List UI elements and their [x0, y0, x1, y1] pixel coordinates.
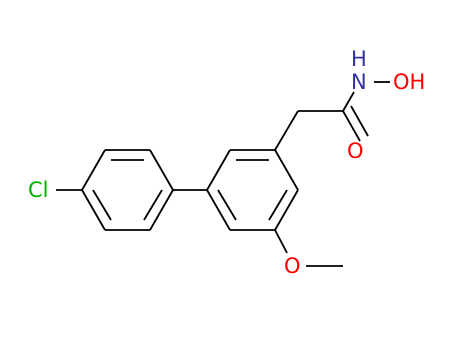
chlorophenyl-ring	[81, 149, 174, 231]
bond	[206, 189, 231, 231]
double-bond-inner	[92, 189, 112, 221]
nitrogen-label: N	[351, 70, 367, 94]
amide-bond	[342, 91, 355, 112]
carbonyl-bond-second	[350, 105, 369, 137]
double-bond-inner	[217, 189, 237, 221]
bond	[274, 189, 299, 231]
hydroxyl-label: OH	[393, 70, 425, 94]
aryl-o-bond	[274, 229, 288, 254]
ch2-bond	[274, 110, 299, 151]
nitrogen-hydrogen-label: H	[351, 47, 367, 71]
methoxy-oxygen-label: O	[284, 254, 301, 278]
carbonyl-oxygen-label: O	[347, 139, 364, 163]
bond	[206, 149, 231, 191]
methoxyphenyl-ring	[206, 149, 299, 231]
carbonyl-bond	[342, 110, 361, 142]
bond	[81, 189, 106, 231]
bond	[81, 149, 106, 191]
double-bond-inner	[268, 189, 288, 221]
double-bond-inner	[143, 189, 163, 221]
bond	[274, 149, 299, 191]
chlorine-label: Cl	[28, 178, 49, 202]
bond	[149, 149, 174, 191]
bond	[149, 189, 174, 231]
